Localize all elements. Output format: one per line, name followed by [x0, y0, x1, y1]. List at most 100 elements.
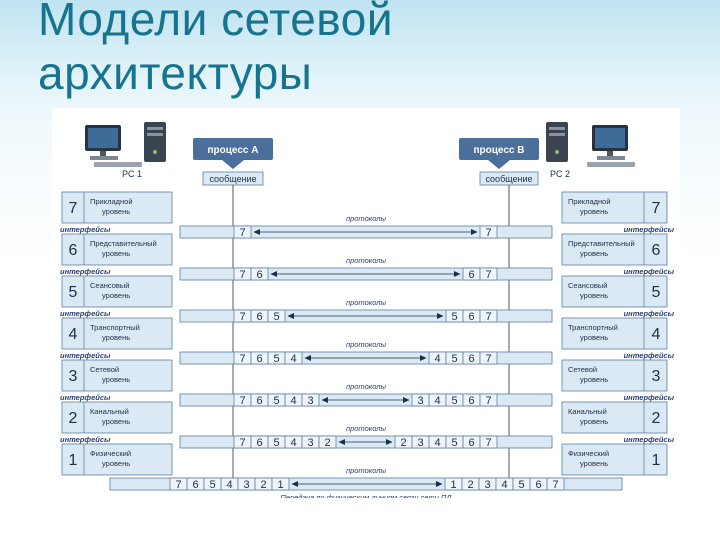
header-cell-right: [479, 351, 498, 365]
right-layer-number: 3: [652, 368, 661, 385]
left-layer-number: 7: [69, 200, 78, 217]
osi-diagram: PC 1 PC 2 процесс А процесс В сообще: [52, 108, 680, 502]
protocol-label: протоколы: [346, 424, 387, 433]
process-a-box: процесс А: [193, 138, 273, 169]
header-cell-right-label: 2: [400, 437, 406, 449]
header-cell-left-label: 3: [243, 479, 249, 491]
right-layer-box: [561, 275, 668, 308]
header-cell-left: [301, 393, 320, 407]
header-cell-right-label: 6: [468, 311, 474, 323]
left-layer-word: уровень: [102, 291, 130, 300]
left-layer-word: уровень: [102, 417, 130, 426]
right-layer-box: [561, 317, 668, 350]
process-a-label: процесс А: [208, 145, 259, 156]
header-cell-right-label: 5: [518, 479, 524, 491]
header-cell-left: [318, 435, 337, 449]
computer-pc1-icon: [85, 122, 166, 167]
header-cell-right: [479, 267, 498, 281]
right-layer-box: [561, 191, 668, 224]
right-layer-number: 6: [652, 242, 661, 259]
header-cell-left-label: 6: [192, 479, 198, 491]
header-cell-right-label: 6: [468, 437, 474, 449]
right-layer-box: [561, 443, 668, 476]
right-layer-word: уровень: [580, 291, 608, 300]
header-cell-right-label: 7: [485, 437, 491, 449]
right-layer-word: уровень: [580, 207, 608, 216]
page-title-line1: Модели сетевой: [38, 0, 394, 45]
physical-transfer-caption: Передача по физическим линиям связи сети…: [280, 493, 452, 498]
header-cell-left-label: 4: [290, 395, 296, 407]
right-layer-box: [561, 359, 668, 392]
header-cell-left-label: 6: [256, 311, 262, 323]
right-layer-name: Канальный: [568, 407, 607, 416]
right-layer-number: 1: [652, 452, 661, 469]
right-layer-name: Представительный: [568, 239, 635, 248]
left-layer-word: уровень: [102, 459, 130, 468]
protocol-label: протоколы: [346, 298, 387, 307]
header-cell-right: [479, 225, 498, 239]
header-cell-right-label: 6: [468, 395, 474, 407]
left-layer-name: Физический: [90, 449, 131, 458]
pc1-label: PC 1: [122, 169, 142, 179]
right-interface-label: интерфейсы: [624, 393, 675, 402]
left-layer-box: [61, 443, 173, 476]
process-b-box: процесс В: [459, 138, 539, 169]
left-layer-number: 1: [69, 452, 78, 469]
header-cell-left-label: 7: [239, 395, 245, 407]
header-cell-left-label: 7: [239, 353, 245, 365]
header-cell-right-label: 3: [484, 479, 490, 491]
header-cell-right-label: 6: [535, 479, 541, 491]
header-cell-left-label: 5: [273, 311, 279, 323]
header-cell-right: [479, 393, 498, 407]
protocol-label: протоколы: [346, 214, 387, 223]
right-layer-name: Сеансовый: [568, 281, 607, 290]
header-cell-left-label: 7: [175, 479, 181, 491]
right-interface-label: интерфейсы: [624, 351, 675, 360]
right-layer-number: 5: [652, 284, 661, 301]
header-cell-right-label: 7: [485, 311, 491, 323]
header-cell-left: [250, 267, 269, 281]
header-cell-left-label: 7: [239, 227, 245, 239]
header-cell-right-label: 4: [434, 437, 440, 449]
header-cell-right: [479, 435, 498, 449]
header-cell-left: [271, 477, 290, 491]
protocol-label: протоколы: [346, 466, 387, 475]
header-cell-left-label: 5: [273, 353, 279, 365]
left-layer-box: [61, 233, 173, 266]
header-cell-right-label: 4: [434, 395, 440, 407]
right-layer-word: уровень: [580, 249, 608, 258]
page-title: Модели сетевой архитектуры: [38, 0, 698, 100]
right-layer-number: 7: [652, 200, 661, 217]
left-interface-label: интерфейсы: [60, 351, 111, 360]
left-layer-box: [61, 275, 173, 308]
header-cell-left-label: 6: [256, 269, 262, 281]
left-layer-number: 6: [69, 242, 78, 259]
right-layer-word: уровень: [580, 333, 608, 342]
osi-diagram-svg: PC 1 PC 2 процесс А процесс В сообще: [60, 122, 675, 502]
header-cell-left-label: 6: [256, 437, 262, 449]
right-layer-name: Прикладной: [568, 197, 611, 206]
left-layer-number: 4: [69, 326, 78, 343]
left-layer-name: Канальный: [90, 407, 129, 416]
header-cell-left-label: 7: [239, 269, 245, 281]
pc2-label: PC 2: [550, 169, 570, 179]
protocol-label: протоколы: [346, 382, 387, 391]
header-cell-right-label: 2: [467, 479, 473, 491]
header-cell-left-label: 6: [256, 395, 262, 407]
right-interface-label: интерфейсы: [624, 435, 675, 444]
header-cell-right-label: 5: [451, 395, 457, 407]
left-interface-label: интерфейсы: [60, 309, 111, 318]
header-cell-right-label: 5: [451, 353, 457, 365]
left-layer-box: [61, 359, 173, 392]
header-cell-left-label: 5: [209, 479, 215, 491]
right-layer-name: Физический: [568, 449, 609, 458]
left-interface-label: интерфейсы: [60, 435, 111, 444]
right-layer-number: 2: [652, 410, 661, 427]
right-layer-word: уровень: [580, 375, 608, 384]
message-label-left: сообщение: [209, 174, 256, 184]
left-layer-number: 2: [69, 410, 78, 427]
computer-pc2-icon: [546, 122, 635, 167]
header-cell-left: [284, 351, 303, 365]
header-cell-right-label: 7: [552, 479, 558, 491]
process-b-label: процесс В: [474, 145, 525, 156]
